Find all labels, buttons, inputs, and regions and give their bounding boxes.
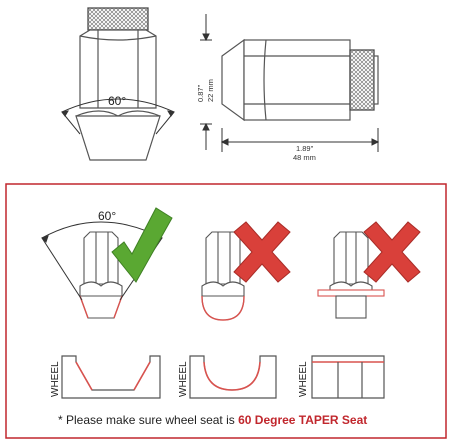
panel-angle-label: 60°	[98, 209, 116, 223]
seat-note-highlight: 60 Degree TAPER Seat	[238, 413, 367, 427]
height-inches-label: 0.87"	[196, 84, 205, 102]
angle-indicator	[61, 98, 175, 135]
wheel-section-ball	[189, 355, 277, 399]
height-mm-label: 22 mm	[206, 79, 215, 102]
x-mark-icon	[233, 221, 291, 283]
side-hex-body	[243, 39, 351, 121]
lug-nut-front-view	[75, 7, 161, 161]
taper-seat	[75, 115, 161, 161]
check-mark-icon	[111, 207, 173, 283]
panel-taper-seat: 60°	[41, 207, 173, 319]
length-mm-label: 48 mm	[293, 153, 316, 162]
wheel-section-taper	[61, 355, 161, 399]
lug-nut-side-view	[221, 38, 379, 122]
wheel-section-flat	[311, 355, 385, 399]
length-inches-label: 1.89"	[296, 144, 314, 153]
seat-note-prefix: * Please make sure wheel seat is	[58, 413, 238, 427]
height-dimension	[200, 14, 212, 150]
side-taper-seat	[221, 38, 245, 122]
wheel-label-flat: WHEEL	[298, 361, 309, 397]
panel-flat-seat	[317, 221, 421, 319]
wheel-label-ball: WHEEL	[178, 361, 189, 397]
wheel-label-taper: WHEEL	[50, 361, 61, 397]
knurled-cap	[87, 7, 149, 31]
angle-label: 60°	[108, 94, 126, 108]
side-knurled-cap	[349, 49, 375, 111]
flat-washer	[317, 289, 385, 297]
seat-note: * Please make sure wheel seat is 60 Degr…	[58, 413, 367, 427]
panel-ball-seat	[201, 221, 291, 321]
x-mark-icon	[363, 221, 421, 283]
length-dimension	[220, 128, 380, 152]
